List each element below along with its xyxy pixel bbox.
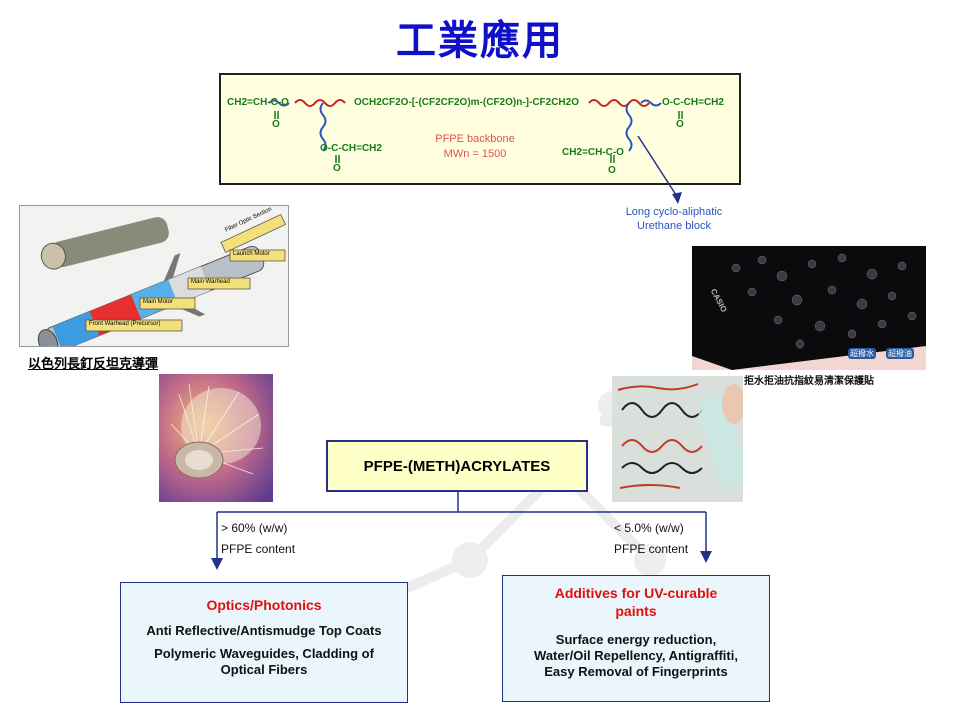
uv-additives-line-2: Water/Oil Repellency, Antigraffiti, <box>534 648 738 663</box>
uv-additives-box: Additives for UV-curable paints Surface … <box>502 575 770 702</box>
missile-caption: 以色列長釘反坦克導彈 <box>28 357 159 372</box>
badge-oil: 超撥油 <box>886 348 914 359</box>
screen-protector-photo: CASIO 超撥水 超撥油 <box>692 246 926 370</box>
repellent-ink-photo <box>612 376 743 502</box>
left-branch-label: > 60% (w/w) PFPE content <box>221 518 295 560</box>
carbonyl-oxygen-lower-right: O <box>608 165 616 176</box>
callout-main-motor: Main Motor <box>143 299 174 305</box>
carbonyl-oxygen-lower-left: O <box>333 163 341 174</box>
urethane-label-line2: Urethane block <box>637 220 711 232</box>
screen-photo-caption: 拒水拒油抗指紋易清潔保護貼 <box>744 376 874 387</box>
pfpe-chain-formula: OCH2CF2O-[-(CF2CF2O)m-(CF2O)n-]-CF2CH2O <box>354 97 579 108</box>
missile-illustration <box>20 206 288 346</box>
optics-photonics-box: Optics/Photonics Anti Reflective/Antismu… <box>120 582 408 703</box>
central-concept-label: PFPE-(METH)ACRYLATES <box>363 457 551 475</box>
left-branch-percent: > 60% (w/w) <box>221 521 288 535</box>
optics-line-2: Polymeric Waveguides, Cladding of Optica… <box>154 646 374 677</box>
callout-launch-motor: Launch Motor <box>233 251 270 257</box>
right-acrylate-group: O-C-CH=CH2 <box>662 97 724 108</box>
ink-lines-illustration <box>612 376 743 502</box>
chemical-structure-panel: CH2=CH-C-O O OCH2CF2O-[-(CF2CF2O)m-(CF2O… <box>219 73 741 185</box>
molecular-weight-label: MWn = 1500 <box>443 148 507 160</box>
optics-photonics-title: Optics/Photonics <box>206 597 322 613</box>
left-branch-arrowhead <box>211 558 223 570</box>
left-acrylate-group: CH2=CH-C-O <box>227 97 289 108</box>
right-branch-arrowhead <box>700 551 712 563</box>
lower-right-acrylate-group: CH2=CH-C-O <box>562 147 624 158</box>
urethane-label-line1: Long cyclo-aliphatic <box>625 206 723 218</box>
lower-left-acrylate-group: O-C-CH=CH2 <box>320 143 382 154</box>
right-branch-label: < 5.0% (w/w) PFPE content <box>614 518 688 560</box>
chemical-structure-bonds <box>268 99 683 163</box>
fiber-bundle-illustration <box>159 374 273 502</box>
left-branch-content: PFPE content <box>221 542 296 556</box>
page-title: 工業應用 <box>396 18 564 64</box>
backbone-label: PFPE backbone <box>435 133 515 145</box>
screen-with-droplets <box>692 246 926 370</box>
carbonyl-oxygen-left: O <box>272 119 280 130</box>
right-branch-percent: < 5.0% (w/w) <box>614 521 684 535</box>
uv-additives-line-3: Easy Removal of Fingerprints <box>544 664 728 679</box>
missile-diagram-image: Fiber Optic Section Launch Motor Main Wa… <box>19 205 289 347</box>
right-branch-content: PFPE content <box>614 542 689 556</box>
optical-fiber-photo <box>159 374 273 502</box>
optics-line-1: Anti Reflective/Antismudge Top Coats <box>146 623 382 638</box>
callout-main-warhead: Main Warhead <box>191 279 230 285</box>
carbonyl-oxygen-right: O <box>676 119 684 130</box>
badge-water: 超撥水 <box>848 348 876 359</box>
uv-additives-line-1: Surface energy reduction, <box>555 632 717 647</box>
central-concept-box: PFPE-(METH)ACRYLATES <box>326 440 588 492</box>
callout-front-warhead: Front Warhead (Precursor) <box>89 321 161 327</box>
uv-additives-title: Additives for UV-curable paints <box>554 585 718 619</box>
urethane-pointer-arrow <box>637 135 682 204</box>
